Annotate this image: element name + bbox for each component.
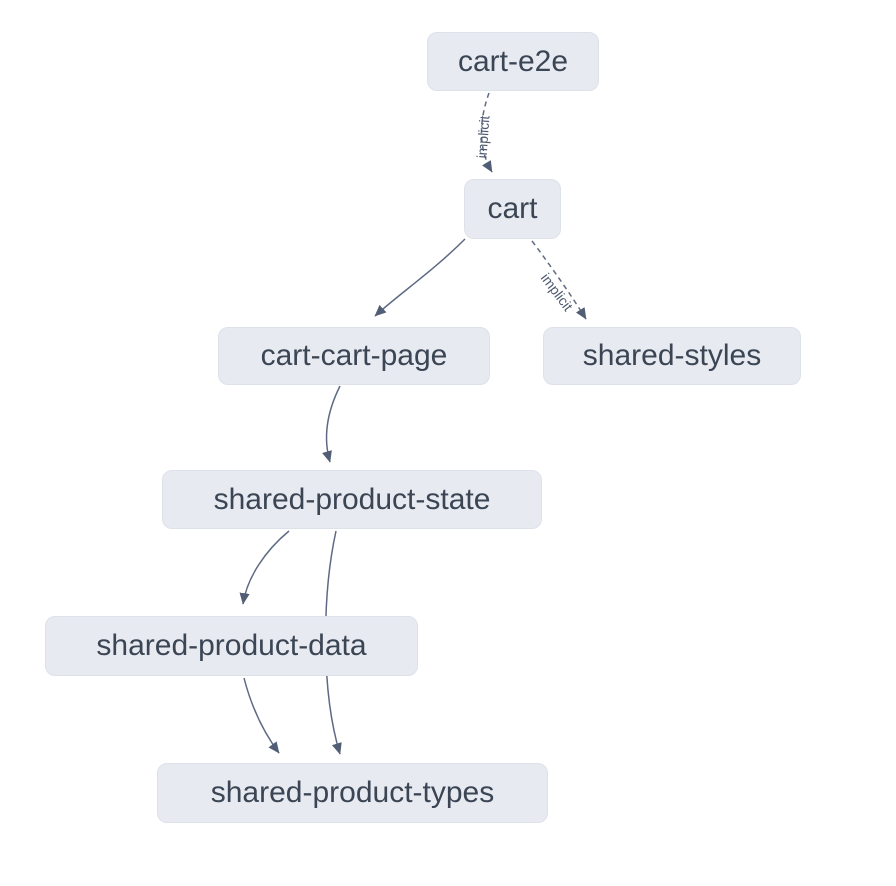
edge-cart-cart-page-to-shared-product-state [322, 385, 341, 463]
node-cart-cart-page[interactable]: cart-cart-page [218, 327, 490, 385]
edge-cart-e2e-to-cart [480, 92, 493, 173]
edge-shared-product-data-to-shared-product-types [243, 677, 280, 754]
node-shared-product-state[interactable]: shared-product-state [162, 470, 542, 529]
node-shared-styles[interactable]: shared-styles [543, 327, 801, 385]
node-shared-product-types[interactable]: shared-product-types [157, 763, 548, 823]
edge-cart-to-shared-styles [531, 240, 587, 320]
node-cart-e2e[interactable]: cart-e2e [427, 32, 599, 91]
node-cart[interactable]: cart [464, 179, 561, 239]
edge-cart-to-cart-cart-page [374, 238, 466, 317]
node-shared-product-data[interactable]: shared-product-data [45, 616, 418, 676]
edge-shared-product-state-to-shared-product-data [239, 530, 290, 605]
